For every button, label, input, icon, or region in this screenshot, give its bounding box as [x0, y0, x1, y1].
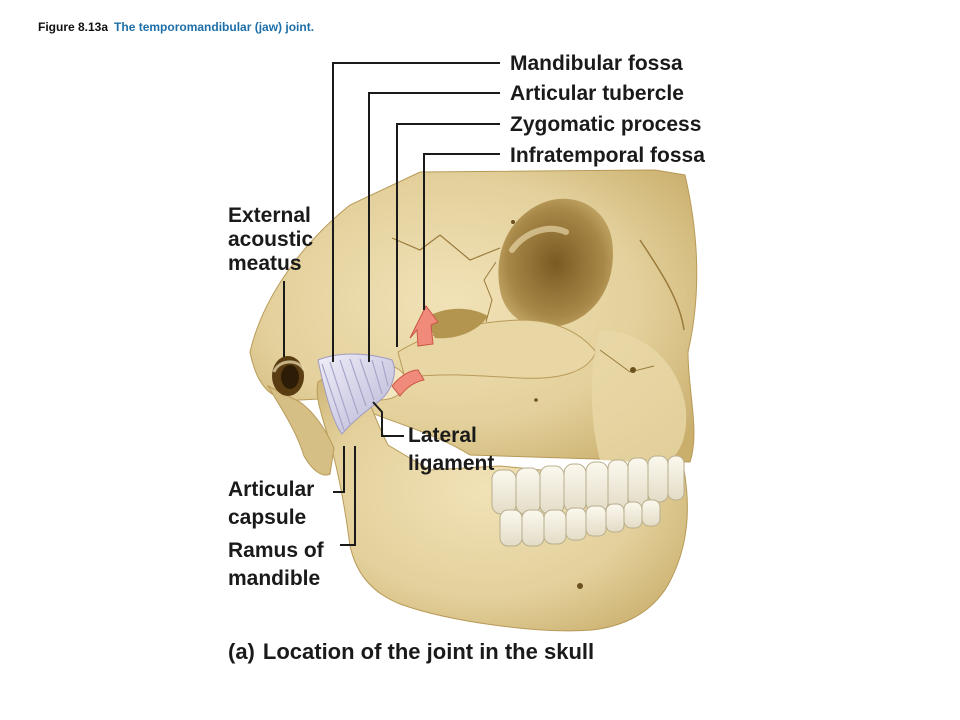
- leader-lateral-ligament: [372, 401, 404, 437]
- leader-infratemporal-fossa: [423, 153, 500, 310]
- label-articular-tubercle: Articular tubercle: [510, 82, 684, 105]
- mastoid-process: [266, 384, 335, 476]
- leader-ramus-of-mandible: [340, 446, 356, 546]
- leader-articular-tubercle: [368, 92, 500, 362]
- label-mandibular-fossa: Mandibular fossa: [510, 52, 683, 75]
- leader-articular-capsule: [333, 446, 345, 493]
- panel-subtitle: (a) Location of the joint in the skull: [228, 639, 594, 665]
- label-infratemporal-fossa: Infratemporal fossa: [510, 144, 705, 167]
- leader-mandibular-fossa: [332, 62, 500, 362]
- label-external-acoustic-meatus: External acoustic meatus: [228, 204, 314, 275]
- infratemporal-fossa: [425, 308, 488, 339]
- label-zygomatic-process: Zygomatic process: [510, 113, 702, 136]
- leader-zygomatic-process: [396, 123, 500, 347]
- ear-canal-opening: [272, 356, 306, 396]
- label-ramus-of-mandible: Ramus of mandible: [228, 539, 324, 590]
- panel-tag: (a): [228, 639, 255, 664]
- figure-title: The temporomandibular (jaw) joint.: [114, 20, 315, 34]
- orbit: [498, 198, 613, 328]
- teeth: [491, 455, 685, 547]
- leader-lines: [283, 62, 500, 546]
- panel-subtitle-text: Location of the joint in the skull: [262, 639, 595, 664]
- figure-caption: Figure 8.13a The temporomandibular (jaw) …: [38, 20, 314, 34]
- curved-arrow: [391, 369, 425, 397]
- label-lateral-ligament: Lateral ligament: [408, 424, 495, 475]
- upward-arrow: [409, 305, 439, 347]
- label-articular-capsule: Articular capsule: [228, 478, 315, 529]
- figure-number: Figure 8.13a: [38, 20, 109, 34]
- articular-capsule-ligament: [317, 353, 395, 435]
